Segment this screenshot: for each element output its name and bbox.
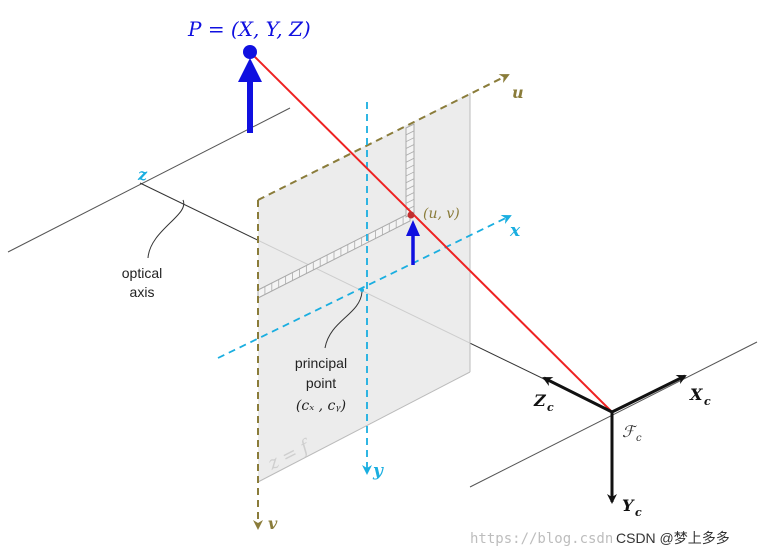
image-plane-edge-bottom	[257, 371, 471, 483]
ladder-rung	[405, 144, 415, 149]
camera-frame-label: ℱ c	[622, 422, 642, 444]
principal-point-marker	[360, 288, 364, 292]
ladder-rung	[405, 164, 415, 170]
pixel-ladder-horizontal	[257, 212, 411, 299]
ladder-rung	[405, 178, 415, 184]
ladder-rung	[405, 137, 415, 143]
watermark-credit: CSDN @梦上多多	[616, 530, 730, 546]
ladder-rung	[405, 192, 415, 197]
projection-ray	[249, 51, 613, 413]
optical-axis-label-line1: optical	[122, 265, 162, 281]
point-P-arrow-head	[238, 58, 262, 82]
principal-point-label-line3: (cₓ , cᵧ)	[296, 398, 346, 414]
optical-axis-label-line2: axis	[130, 284, 155, 300]
y-axis-label: y	[372, 461, 384, 481]
camera-Zc-axis	[542, 376, 613, 414]
point-P-label: P = (X, Y, Z)	[187, 17, 311, 41]
projected-arrow-head	[406, 220, 420, 236]
svg-text:c: c	[636, 433, 642, 444]
v-axis-label: v	[268, 514, 278, 533]
svg-text:Y: Y	[622, 496, 635, 515]
watermark-url: https://blog.csdn.net/	[470, 531, 655, 547]
u-axis-label: u	[512, 83, 524, 102]
svg-text:c: c	[704, 395, 711, 408]
projected-point-label: (u, v)	[423, 206, 460, 222]
svg-text:c: c	[547, 401, 554, 414]
svg-text:X: X	[689, 385, 703, 404]
svg-text:c: c	[635, 506, 642, 519]
svg-text:ℱ: ℱ	[622, 422, 638, 441]
watermark-credit-bg	[612, 526, 762, 548]
svg-text:Z: Z	[533, 391, 547, 410]
pixel-ladder-vertical	[405, 123, 415, 218]
ladder-rung	[405, 171, 415, 177]
camera-Xc-axis	[611, 374, 687, 414]
principal-point-leader	[324, 291, 363, 349]
ladder-rung	[405, 157, 415, 163]
x-axis-label: x	[509, 221, 521, 241]
ladder-rung	[405, 130, 415, 136]
x-axis	[217, 215, 512, 359]
ladder-rung	[405, 185, 415, 190]
camera-Zc-label: Z c	[533, 391, 554, 414]
u-axis	[257, 74, 510, 201]
ladder-rung	[405, 151, 415, 156]
projected-point-dot	[407, 211, 415, 219]
ground-line-left	[7, 107, 291, 253]
principal-point-label-line1: principal	[295, 355, 347, 371]
camera-Yc-label: Y c	[622, 496, 642, 519]
optical-axis-leader	[147, 199, 185, 259]
z-axis-label: z	[137, 165, 148, 184]
ladder-rung	[405, 198, 415, 204]
camera-Xc-label: X c	[689, 385, 711, 408]
principal-point-label-line2: point	[306, 375, 336, 391]
point-P-dot	[243, 45, 257, 59]
